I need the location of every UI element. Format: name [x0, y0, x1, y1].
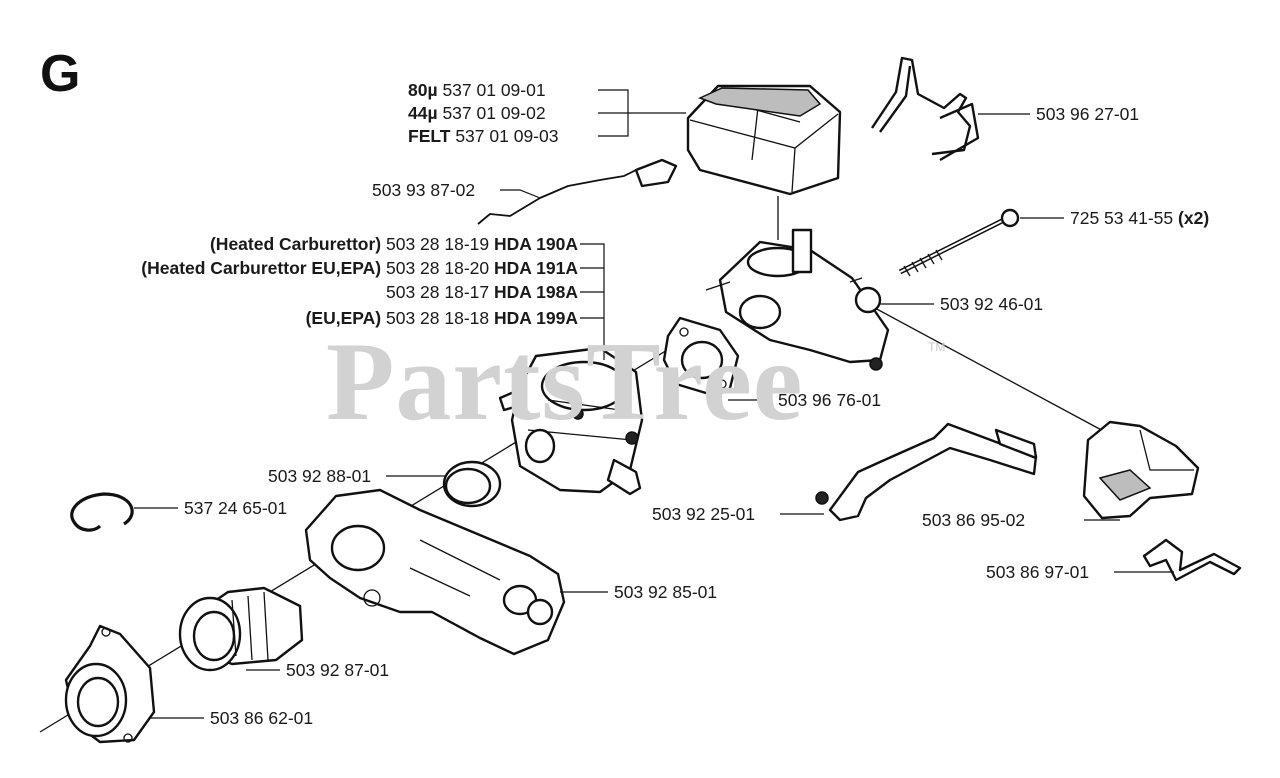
- carburettor-part: [498, 346, 644, 496]
- ring-seal-part: [442, 460, 502, 508]
- callout-sleeve: 503 92 46-01: [940, 294, 1044, 314]
- filter-grade: 44µ: [408, 103, 438, 123]
- part-number: 537 01 09-03: [455, 126, 559, 146]
- callout-cover: 503 86 95-02: [922, 510, 1026, 530]
- callout-spring-plate: 503 86 97-01: [986, 562, 1090, 582]
- callout-flange: 503 86 62-01: [210, 708, 314, 728]
- callout-filter-80: 80µ 537 01 09-01: [408, 80, 546, 100]
- callout-gasket: 503 96 76-01: [778, 390, 882, 410]
- callout-throttle-lever: 503 92 25-01: [652, 504, 756, 524]
- callout-carb-199a: (EU,EPA) 503 28 18-18 HDA 199A: [306, 308, 578, 328]
- part-number: 537 01 09-02: [442, 103, 546, 123]
- part-number: 503 28 18-20: [386, 258, 490, 278]
- trademark-mark: TM: [928, 340, 946, 354]
- quantity: (x2): [1178, 208, 1210, 228]
- throttle-lever-part: [815, 422, 1038, 522]
- part-number: 503 28 18-19: [386, 234, 490, 254]
- top-wire-clip-part: [871, 56, 980, 162]
- filter-grade: FELT: [408, 126, 451, 146]
- circlip-part: [70, 492, 134, 532]
- callout-carb-191a: (Heated Carburettor EU,EPA) 503 28 18-20…: [141, 258, 578, 278]
- part-number: 725 53 41-55: [1070, 208, 1174, 228]
- callout-carb-198a: 503 28 18-17 HDA 198A: [386, 282, 578, 302]
- carb-model: HDA 198A: [494, 282, 578, 302]
- filter-holder-body-part: [705, 228, 890, 371]
- callout-clip-top: 503 96 27-01: [1036, 104, 1140, 124]
- callout-filter-44: 44µ 537 01 09-02: [408, 103, 546, 123]
- choke-rod-part: [477, 158, 678, 225]
- intake-manifold-part: [304, 488, 566, 656]
- callout-intake-manifold: 503 92 85-01: [614, 582, 718, 602]
- carb-variant: (Heated Carburettor): [209, 234, 382, 254]
- callout-screw: 725 53 41-55 (x2): [1070, 208, 1209, 228]
- part-number: 503 28 18-18: [386, 308, 490, 328]
- callout-choke-rod: 503 93 87-02: [372, 180, 476, 200]
- carb-model: HDA 199A: [494, 308, 578, 328]
- air-filter-part: [686, 84, 842, 196]
- flange-part: [64, 624, 156, 744]
- callout-filter-felt: FELT 537 01 09-03: [408, 126, 558, 146]
- carb-variant: (EU,EPA): [305, 308, 382, 328]
- intake-hose-part: [178, 586, 304, 672]
- carb-model: HDA 191A: [494, 258, 578, 278]
- carb-model: HDA 190A: [494, 234, 578, 254]
- callout-leader-lines: [134, 89, 1174, 719]
- watermark-text: PartsTree: [326, 320, 804, 444]
- part-number: 537 01 09-01: [442, 80, 546, 100]
- section-letter: G: [40, 45, 81, 103]
- cover-part: [1082, 420, 1200, 520]
- filter-grade: 80µ: [408, 80, 438, 100]
- callout-ring-seal: 503 92 88-01: [268, 466, 372, 486]
- carb-variant: (Heated Carburettor EU,EPA): [141, 258, 382, 278]
- long-screw-part: [898, 208, 1020, 277]
- callout-intake-hose: 503 92 87-01: [286, 660, 390, 680]
- gasket-part: [662, 316, 740, 398]
- spring-plate-part: [1142, 538, 1242, 582]
- part-number: 503 28 18-17: [386, 282, 490, 302]
- callout-circlip: 537 24 65-01: [184, 498, 288, 518]
- callout-carb-190a: (Heated Carburettor) 503 28 18-19 HDA 19…: [210, 234, 578, 254]
